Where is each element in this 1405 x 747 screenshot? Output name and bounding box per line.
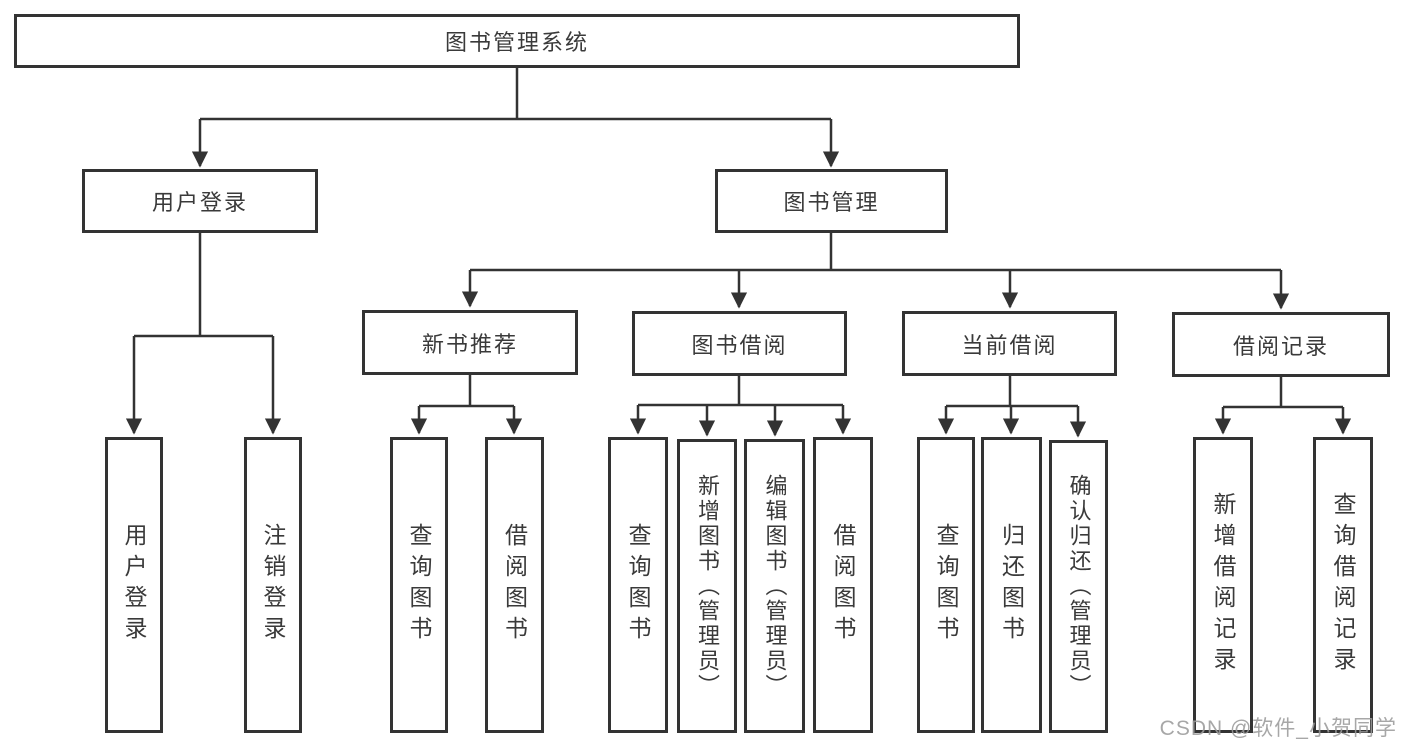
leaf-query-books-current: 查询图书 xyxy=(917,437,975,733)
node-new-book-recommend: 新书推荐 xyxy=(362,310,578,375)
leaf-add-book-admin: 新增图书（管理员） xyxy=(677,439,737,733)
leaf-borrow-book: 借阅图书 xyxy=(813,437,873,733)
leaf-query-books-borrow: 查询图书 xyxy=(608,437,668,733)
leaf-query-books-recommend: 查询图书 xyxy=(390,437,448,733)
node-book-management: 图书管理 xyxy=(715,169,948,233)
leaf-return-book: 归还图书 xyxy=(981,437,1042,733)
leaf-confirm-return-admin: 确认归还（管理员） xyxy=(1049,440,1108,733)
leaf-query-borrow-record: 查询借阅记录 xyxy=(1313,437,1373,733)
node-book-borrow: 图书借阅 xyxy=(632,311,847,376)
leaf-borrow-books-recommend: 借阅图书 xyxy=(485,437,544,733)
leaf-edit-book-admin: 编辑图书（管理员） xyxy=(744,439,805,733)
leaf-user-login: 用户登录 xyxy=(105,437,163,733)
node-root-system: 图书管理系统 xyxy=(14,14,1020,68)
leaf-logout: 注销登录 xyxy=(244,437,302,733)
node-borrow-records: 借阅记录 xyxy=(1172,312,1390,377)
node-user-login: 用户登录 xyxy=(82,169,318,233)
leaf-add-borrow-record: 新增借阅记录 xyxy=(1193,437,1253,733)
node-current-borrow: 当前借阅 xyxy=(902,311,1117,376)
